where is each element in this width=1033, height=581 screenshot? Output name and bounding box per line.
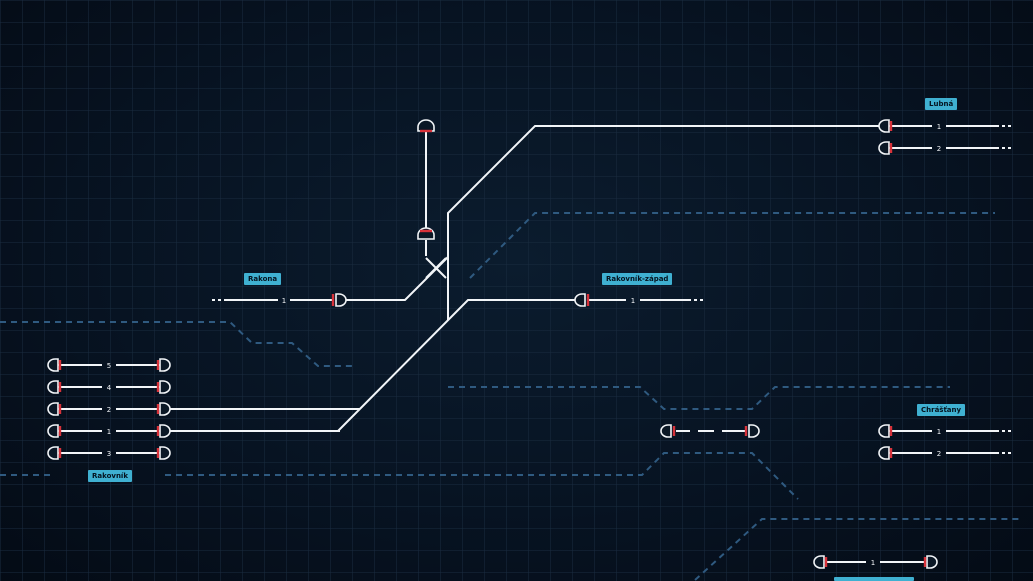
track-number: 1 [871,559,875,567]
signal-icon[interactable] [744,424,760,438]
track-number: 1 [631,297,635,305]
signal-icon[interactable] [878,424,893,438]
signal-icon[interactable] [878,446,893,460]
track-number: 2 [937,450,941,458]
station-label-rakovnik-zapad[interactable]: Rakovník-západ [602,273,673,285]
track-number: 5 [107,362,111,370]
active-tracks [58,125,1012,563]
signal-icon[interactable] [47,358,62,372]
signal-icon[interactable] [156,446,171,460]
signal-icon[interactable] [813,555,828,569]
signal-icon[interactable] [47,380,62,394]
inactive-routes [0,212,1020,581]
signal-icon[interactable] [417,119,435,133]
signal-icon[interactable] [417,227,435,240]
track-number: 4 [107,384,112,392]
signal-icon[interactable] [47,402,62,416]
signal-icon[interactable] [923,555,938,569]
station-label-lubna[interactable]: Lubná [925,98,958,110]
track-number: 3 [107,450,111,458]
signal-icon[interactable] [156,402,171,416]
signal-icon[interactable] [47,424,62,438]
signal-icon[interactable] [47,446,62,460]
station-label-chrastany[interactable]: Chrášťany [917,404,966,416]
track-number: 1 [107,428,111,436]
signal-icon[interactable] [878,141,893,155]
track-number: 1 [937,428,941,436]
signal-icon[interactable] [156,358,171,372]
track-number: 2 [107,406,111,414]
signal-icon[interactable] [878,119,893,133]
station-label-bottom[interactable] [834,577,914,581]
signal-icon[interactable] [156,424,171,438]
track-number: 1 [282,297,286,305]
track-number: 2 [937,145,941,153]
signal-icon[interactable] [331,293,347,307]
signal-icon[interactable] [660,424,676,438]
station-label-rakona[interactable]: Rakona [244,273,282,285]
junction-switch-icon[interactable] [425,257,447,279]
station-label-rakovnik[interactable]: Rakovník [88,470,132,482]
track-number: 1 [937,123,941,131]
signal-icon[interactable] [156,380,171,394]
signal-icon[interactable] [574,293,590,307]
